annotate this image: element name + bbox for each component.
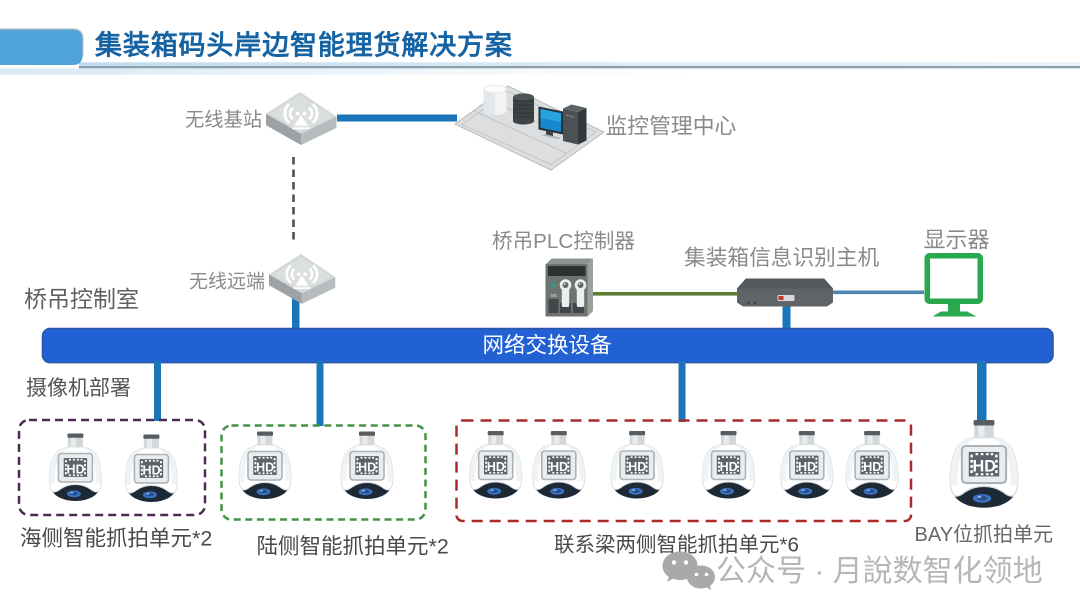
svg-text:网络交换设备: 网络交换设备 (482, 334, 611, 358)
svg-text:无线基站: 无线基站 (185, 109, 262, 131)
svg-text:摄像机部署: 摄像机部署 (26, 377, 131, 400)
svg-text:BAY位抓拍单元: BAY位抓拍单元 (915, 523, 1054, 546)
svg-text:集装箱信息识别主机: 集装箱信息识别主机 (684, 245, 880, 270)
svg-text:无线远端: 无线远端 (189, 271, 265, 293)
svg-text:海侧智能抓拍单元*2: 海侧智能抓拍单元*2 (20, 527, 212, 551)
svg-text:陆侧智能抓拍单元*2: 陆侧智能抓拍单元*2 (257, 535, 449, 559)
svg-text:桥吊PLC控制器: 桥吊PLC控制器 (492, 230, 635, 253)
svg-text:桥吊控制室: 桥吊控制室 (24, 286, 139, 312)
svg-text:集装箱码头岸边智能理货解决方案: 集装箱码头岸边智能理货解决方案 (94, 30, 513, 61)
svg-text:显示器: 显示器 (924, 228, 990, 253)
svg-text:公众号 · 月說数智化领地: 公众号 · 月說数智化领地 (716, 555, 1043, 588)
svg-text:监控管理中心: 监控管理中心 (606, 114, 737, 139)
svg-text:联系梁两侧智能抓拍单元*6: 联系梁两侧智能抓拍单元*6 (554, 534, 799, 557)
